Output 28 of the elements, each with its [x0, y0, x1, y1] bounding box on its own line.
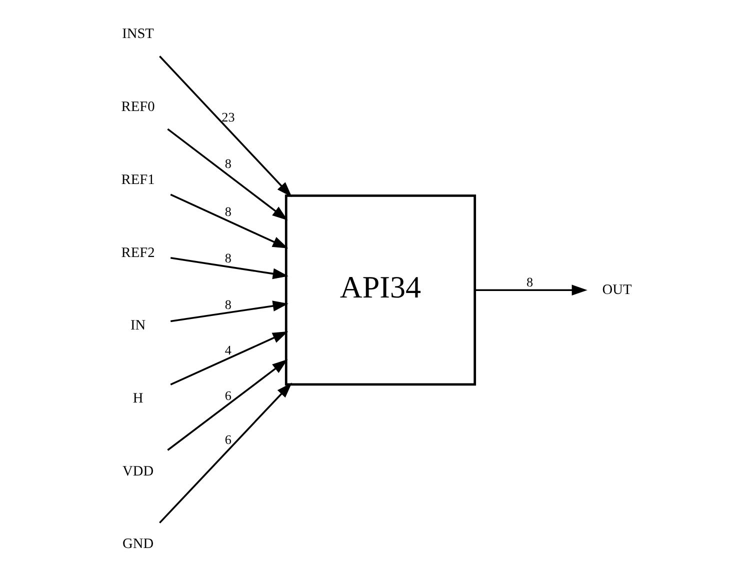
arrow	[167, 128, 288, 220]
arrow	[170, 331, 288, 386]
node-text: REF1	[121, 172, 155, 188]
edge-label: 8	[224, 156, 232, 172]
edge-label: 8	[526, 274, 534, 290]
arrow	[170, 194, 288, 248]
arrow	[159, 56, 292, 198]
edge-label: 8	[224, 296, 232, 312]
node-text: OUT	[602, 282, 632, 298]
node-text: H	[132, 390, 144, 406]
node-text: GND	[122, 536, 154, 552]
node-text: INST	[122, 26, 154, 42]
arrow	[159, 382, 292, 524]
edge-label: 6	[224, 388, 232, 403]
arrow	[167, 359, 288, 451]
arrow	[474, 284, 588, 296]
node-box: API34	[284, 194, 476, 386]
edge-label: 8	[224, 250, 232, 266]
node-text: REF2	[121, 244, 155, 261]
arrow	[170, 300, 288, 322]
node-text: REF0	[121, 99, 155, 116]
edge-label: 4	[224, 342, 232, 358]
edge-label: 6	[224, 432, 232, 447]
node-text: IN	[130, 318, 146, 334]
edge-label: 8	[224, 204, 232, 219]
edge-label: 23	[222, 109, 235, 124]
node-text: VDD	[122, 463, 154, 480]
arrow	[170, 257, 288, 280]
